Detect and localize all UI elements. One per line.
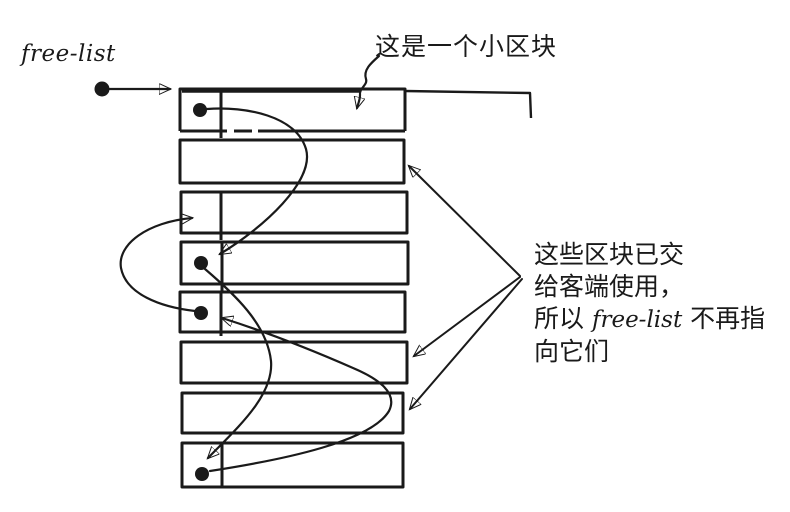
- arrow-block-1-to-block-4: [205, 107, 309, 254]
- side-note-line4: 向它们: [534, 337, 610, 366]
- side-note-line2: 给客端使用，: [534, 272, 685, 301]
- side-note-line3-prefix: 所以: [534, 304, 592, 333]
- arrow-side-note-to-block-7: [410, 278, 523, 409]
- arrow-block-5-to-block-3: [119, 218, 197, 313]
- arrow-block-8-to-block-5: [208, 318, 393, 473]
- memory-block-7: [180, 391, 405, 435]
- memory-block-2: [178, 138, 406, 185]
- side-note-line3: 所以 free-list 不再指: [534, 303, 765, 336]
- arrow-top-note-to-block-1: [357, 54, 381, 108]
- arrow-side-note-to-block-2: [409, 166, 521, 277]
- side-note-free-list-word: free-list: [591, 307, 683, 333]
- side-note-line1: 这些区块已交: [534, 240, 685, 269]
- memory-block-6: [179, 340, 409, 385]
- side-note-arrows: [409, 166, 523, 409]
- block-8-pointer-dot: [195, 467, 209, 481]
- memory-block-3: [179, 190, 409, 235]
- block-1-pointer-dot: [193, 103, 207, 117]
- block-5-pointer-dot: [194, 306, 208, 320]
- memory-block-1: [178, 87, 407, 131]
- free-list-label: free-list: [21, 41, 116, 67]
- arrow-side-note-to-block-6: [414, 276, 521, 356]
- side-note: 这些区块已交 给客端使用， 所以 free-list 不再指 向它们: [534, 239, 765, 368]
- arrow-block-4-to-block-8: [203, 267, 273, 458]
- free-list-pointer: [94, 81, 171, 97]
- top-note-label: 这是一个小区块: [375, 32, 558, 61]
- memory-blocks: [178, 87, 533, 489]
- side-note-line3-suffix: 不再指: [682, 304, 766, 333]
- memory-block-1-top-extension: [404, 89, 533, 119]
- free-list-dot: [94, 81, 110, 97]
- block-4-pointer-dot: [194, 256, 208, 270]
- memory-block-5: [178, 290, 407, 334]
